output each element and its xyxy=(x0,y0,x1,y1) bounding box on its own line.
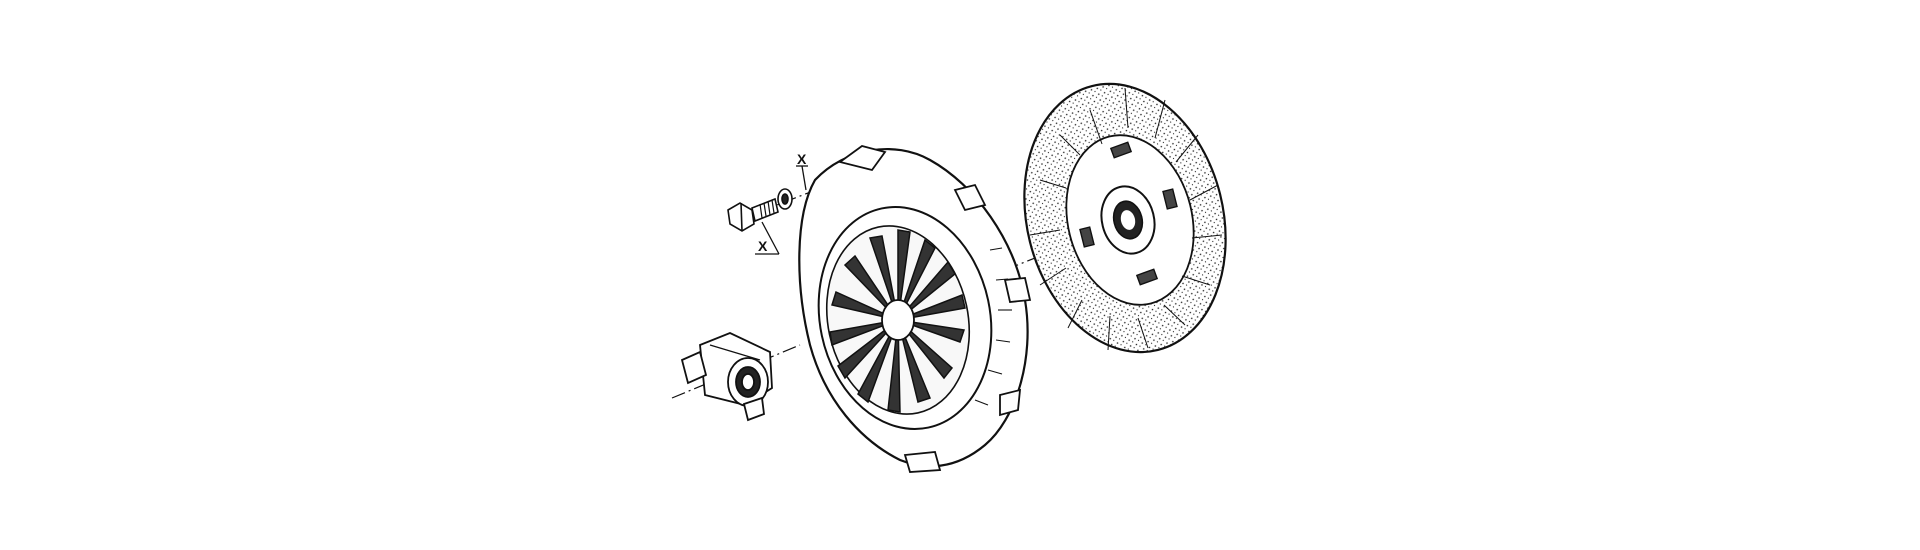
cover-inner-ring xyxy=(817,206,993,430)
washer-part xyxy=(777,188,793,210)
diaphragm-fingers xyxy=(829,229,966,413)
release-bearing-center xyxy=(741,373,755,391)
clutch-disc-damper-springs xyxy=(1079,141,1178,286)
release-bearing-fork-tab-lower xyxy=(742,396,765,422)
clutch-disc-part xyxy=(1023,82,1227,354)
release-bearing-rim-line xyxy=(709,344,761,361)
axis-line-bearing xyxy=(671,344,801,399)
cover-lug-right xyxy=(1003,277,1032,303)
clutch-disc-hub-bore xyxy=(1120,210,1136,230)
bolt-part xyxy=(727,197,779,232)
callout-lower xyxy=(755,221,780,255)
bolt-thread xyxy=(759,199,775,219)
bolt-head-edge xyxy=(740,202,743,232)
cover-lug-right-lower xyxy=(999,388,1022,417)
washer-hole xyxy=(781,193,789,205)
cover-lug-bottom xyxy=(903,451,942,473)
cover-lug-right-upper xyxy=(953,183,987,212)
callout-upper-leader xyxy=(801,165,807,191)
cover-rim-hatching xyxy=(974,247,1012,406)
clutch-disc-segment-lines xyxy=(1029,87,1223,351)
cover-lug-top xyxy=(837,145,887,172)
pressure-plate-part xyxy=(798,145,1032,473)
callout-label-upper: X xyxy=(797,151,807,167)
callout-upper xyxy=(796,165,808,191)
diaphragm-center-hole xyxy=(881,299,915,341)
callout-label-lower: X xyxy=(758,238,768,254)
callout-lower-leader xyxy=(761,221,780,255)
release-bearing-part xyxy=(680,332,773,422)
release-bearing-fork-tab-left xyxy=(680,350,708,385)
